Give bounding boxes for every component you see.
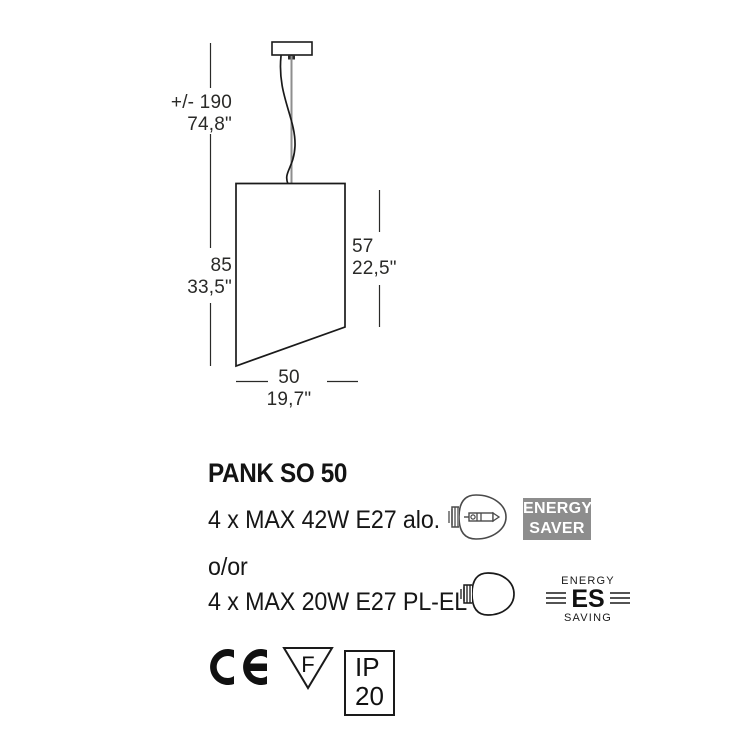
- lamp-option-primary: 4 x MAX 42W E27 alo.: [208, 506, 441, 534]
- halogen-bulb-icon: [446, 492, 518, 547]
- energy-saver-line1: ENERGY: [523, 500, 593, 517]
- power-cable: [279, 55, 296, 185]
- technical-drawing: +/- 190 74,8" 85 33,5" 57 22,5" 50 19,7": [170, 41, 422, 412]
- product-specifications: PANK SO 50 4 x MAX 42W E27 alo. o/or 4 x…: [0, 440, 750, 750]
- energy-saving-badge: ENERGY ES SAVING: [546, 572, 630, 629]
- ceiling-canopy: [271, 41, 313, 56]
- dimension-drop-imperial: 74,8": [187, 114, 232, 136]
- dimension-label-drop: +/- 190 74,8": [170, 92, 232, 137]
- page-title: PANK SO 50: [208, 458, 348, 488]
- dimension-shade-metric: 57: [352, 236, 374, 257]
- dimension-height-metric: 85: [210, 255, 232, 276]
- dimension-label-total-height: 85 33,5": [178, 255, 232, 300]
- lamp-option-separator: o/or: [208, 553, 248, 581]
- class-f-letter: F: [301, 652, 314, 677]
- dimension-width-imperial: 19,7": [266, 389, 312, 411]
- dimension-height-imperial: 33,5": [187, 277, 232, 299]
- dimension-width-metric: 50: [278, 367, 300, 388]
- lamp-option-secondary: 4 x MAX 20W E27 PL-EL: [208, 588, 468, 616]
- lamp-shade: [235, 182, 346, 368]
- energy-saving-bottom: SAVING: [564, 612, 612, 624]
- energy-saver-badge: ENERGY SAVER: [523, 498, 593, 540]
- dimension-label-shade-height: 57 22,5": [352, 236, 422, 281]
- ip-rating-text: IP 20: [355, 652, 384, 712]
- dimension-shade-imperial: 22,5": [352, 258, 397, 280]
- dimension-label-width: 50 19,7": [252, 367, 326, 412]
- ce-mark-icon: [208, 646, 270, 693]
- ip-rating-badge: IP 20: [344, 650, 395, 717]
- cfl-bulb-icon: [458, 570, 526, 623]
- class-f-icon: F: [281, 644, 335, 695]
- energy-saving-mark: ES: [571, 585, 604, 613]
- energy-saver-line2: SAVER: [529, 520, 585, 537]
- dimension-drop-metric: +/- 190: [170, 92, 232, 113]
- energy-saving-top: ENERGY: [561, 575, 615, 587]
